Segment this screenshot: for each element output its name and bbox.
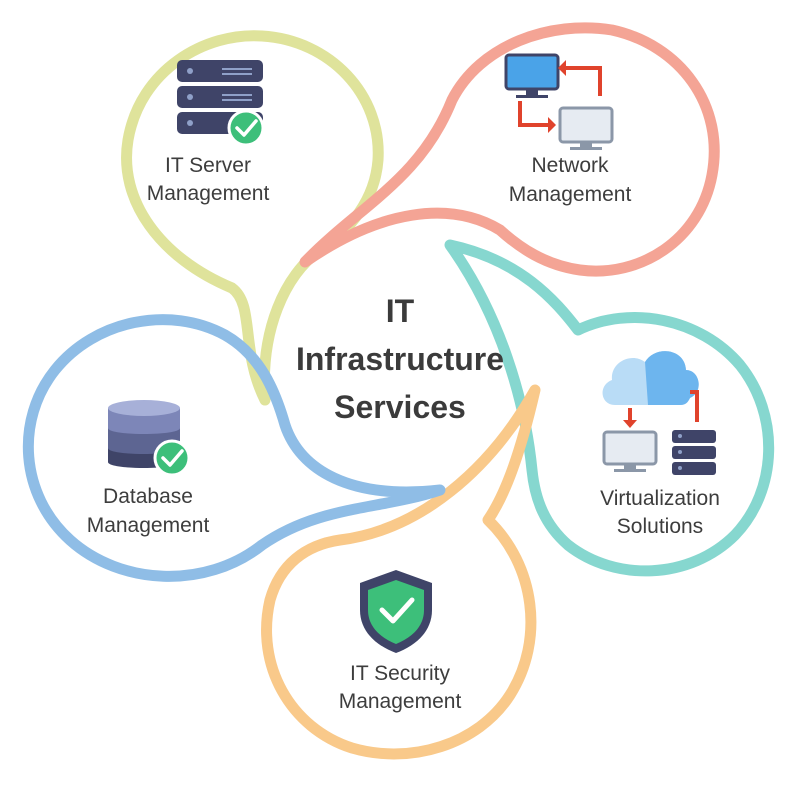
network-bubble: [299, 22, 720, 277]
security-label-line-2: Management: [339, 690, 462, 713]
cloud-virtualization-icon: [602, 351, 716, 475]
server-label-line-2: Management: [147, 182, 270, 205]
database-bubble: [22, 314, 446, 582]
server-label-line-1: IT Server: [165, 154, 251, 177]
server-bubble: [121, 30, 384, 406]
center-title: IT Infrastructure Services: [296, 293, 504, 425]
database-check-icon: [153, 439, 191, 477]
database-label-line-1: Database: [103, 485, 193, 508]
virtualization-bubble: [444, 239, 775, 577]
center-title-line-2: Infrastructure: [296, 341, 504, 377]
server-check-icon: [227, 109, 265, 147]
network-label-line-2: Management: [509, 183, 632, 206]
security-bubble: [261, 384, 541, 760]
virtualization-label-line-2: Solutions: [617, 515, 703, 538]
network-computers-icon: [504, 53, 614, 150]
network-label-line-1: Network: [531, 154, 609, 177]
shield-check-icon: [360, 570, 432, 653]
center-title-line-3: Services: [334, 389, 466, 425]
virtualization-label-line-1: Virtualization: [600, 487, 720, 510]
security-label-line-1: IT Security: [350, 662, 450, 685]
center-title-line-1: IT: [386, 293, 415, 329]
database-label-line-2: Management: [87, 514, 210, 537]
